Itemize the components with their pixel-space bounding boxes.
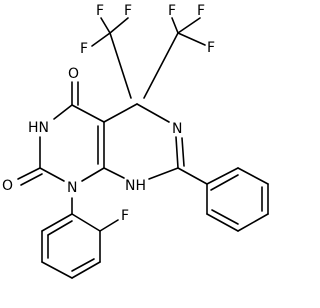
bond [181, 137, 185, 167]
bond [177, 32, 206, 46]
fluorine-atom-label: F [197, 3, 205, 19]
bond [71, 261, 101, 279]
bond [109, 32, 132, 99]
fluorine-atom-label: F [80, 41, 88, 57]
bond [103, 167, 125, 179]
bond [41, 261, 73, 279]
bond [71, 258, 95, 272]
bond [47, 220, 73, 236]
fluorine-atom-label: F [168, 3, 176, 19]
bond [39, 167, 65, 182]
bond [237, 213, 269, 232]
fluorine-atom-label: F [207, 40, 215, 56]
bond [109, 17, 129, 34]
bond [148, 167, 179, 180]
bond [99, 219, 119, 232]
carbonyl-oxygen-label: O [68, 66, 79, 82]
fluorine-atom-label: F [96, 3, 104, 19]
bond [100, 17, 111, 34]
bond [210, 174, 239, 191]
bond [41, 213, 73, 232]
fluorine-atom-label: F [121, 208, 129, 224]
imine-nitrogen-label: N [172, 121, 182, 137]
molecule-structure-diagram: F F F F F F O HN N O N NH F [2, 3, 269, 279]
bond [177, 167, 208, 185]
ring-nitrogen-label: N [67, 180, 77, 196]
bond [103, 103, 138, 123]
bond [17, 167, 41, 180]
bond [91, 32, 111, 47]
amide-nh-label: HN [28, 120, 49, 136]
bond [53, 104, 73, 120]
bond [171, 17, 179, 34]
bond [237, 167, 269, 185]
bond [20, 173, 43, 186]
bond [211, 209, 239, 225]
bond [175, 136, 179, 169]
bond [206, 167, 239, 185]
bond [177, 17, 201, 34]
carbonyl-oxygen-label: O [2, 178, 13, 194]
bond [71, 213, 101, 232]
atom-labels: F F F F F F O HN N O N NH F [2, 3, 215, 224]
bond-lines [17, 17, 269, 279]
fluorine-atom-label: F [124, 3, 132, 19]
bond [136, 103, 170, 123]
bond [71, 104, 105, 123]
bond [81, 167, 105, 182]
bond [143, 32, 179, 99]
bond [206, 213, 239, 232]
amine-nh-label: NH [125, 178, 146, 194]
